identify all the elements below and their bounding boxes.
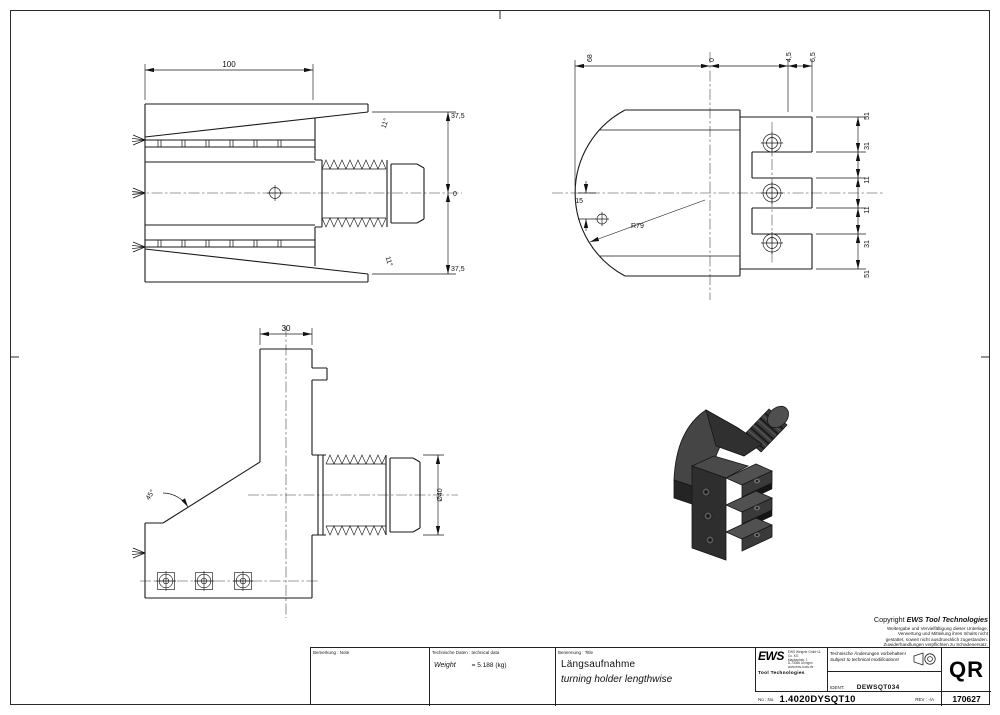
dim-30-label: 30	[282, 324, 291, 333]
dim-11-bottom-label: 11	[864, 206, 871, 213]
revision: REV : -/A	[915, 696, 934, 702]
ident-label: IDENT:	[830, 685, 845, 690]
date-cell: 170627	[941, 691, 991, 706]
address-line: D-73066 Uhingen	[787, 661, 813, 666]
dim-51-bottom-label: 51	[864, 270, 871, 278]
title-label: Benennung : Title	[558, 649, 594, 655]
sheet-frame	[10, 10, 990, 705]
dimension-diameter: Ø40	[423, 454, 444, 536]
address-line: EWS Weigele GmbH & Co. KG	[787, 650, 821, 658]
dim-375-top-label: 37,5	[451, 113, 465, 120]
dim-31-bottom-label: 31	[864, 240, 871, 248]
threaded-shank-side	[317, 454, 421, 536]
surface-mark-icon	[131, 547, 146, 559]
part-title-en: turning holder lengthwise	[561, 673, 673, 685]
weight-value: = 5.188 (kg)	[471, 661, 507, 669]
iso-head	[690, 455, 773, 561]
radius-callout: R79	[589, 199, 706, 243]
isometric-view	[673, 405, 789, 561]
pin-hole	[595, 212, 609, 226]
modifications-note-en: Subject to technical modifications!	[830, 656, 900, 662]
weight-label: Weight	[434, 661, 456, 669]
modifications-note-de: Technische Änderungen vorbehalten!	[830, 651, 906, 656]
address-line: Maybachstr. 1	[787, 657, 808, 662]
dim-11-top-label: 11	[864, 176, 871, 183]
threaded-shank	[315, 159, 425, 228]
part-title-de: Längsaufnahme	[561, 658, 636, 670]
copyright-heading: Copyright EWS Tool Technologies	[873, 615, 988, 624]
dimension-heights: 37,5 0 37,5	[372, 111, 465, 275]
angle-top-label: 11°	[380, 117, 391, 129]
dimension-width: 100	[144, 60, 314, 100]
dim-68-label: 68	[587, 54, 594, 62]
dim-65-label: 6,5	[810, 52, 817, 62]
drawing-number: 1.4020DYSQT10	[779, 693, 856, 705]
dim-51-top-label: 51	[864, 112, 871, 120]
base-screws	[156, 571, 253, 591]
note-cell: Bemerkung : Note	[311, 648, 429, 706]
surface-mark-icons	[131, 134, 146, 253]
side-view: 15 R79 68 0 4,5 6,5 51 31 11	[552, 52, 884, 300]
qr-code-cell: QR	[941, 648, 991, 691]
angle-45-label: 45°	[144, 488, 157, 501]
copyright-block: Copyright EWS Tool Technologies Weiterga…	[688, 615, 988, 648]
serration-ticks	[157, 139, 282, 248]
ident-value: DEWSQT034	[856, 684, 900, 691]
projection-symbol-icon	[913, 652, 936, 666]
copyright-line: gestattet, soweit nicht ausdruecklich zu…	[885, 636, 988, 642]
drawing-number-cell: No : No. 1.4020DYSQT10 REV : -/A	[755, 691, 941, 706]
title-cell: Benennung : Title Längsaufnahme turning …	[555, 648, 755, 706]
dim-100-label: 100	[222, 60, 236, 69]
profile-view: 30 Ø40 45°	[131, 324, 458, 618]
front-view: 100 37,5 0 37,5 11° 11°	[131, 60, 465, 283]
dim-0-top-label: 0	[709, 58, 716, 62]
address-line: www.ews-tools.de	[787, 665, 814, 670]
angle-bottom-label: 11°	[384, 255, 395, 267]
copyright-line: Verwertung und Mitteilung ihres Inhalts …	[897, 631, 988, 637]
copyright-line: Weitergabe und Vervielfältigung dieser U…	[886, 626, 988, 631]
qr-code-text: QR	[949, 656, 984, 682]
dim-0-label: 0	[453, 191, 457, 198]
dim-dia-label: Ø40	[437, 488, 444, 501]
dim-15-label: 15	[575, 198, 583, 205]
technical-data-label: Technische Daten : technical data	[432, 649, 500, 655]
note-label: Bemerkung : Note	[313, 649, 350, 655]
top-dimensions: 68 0 4,5 6,5	[574, 52, 817, 186]
number-label: No : No.	[758, 696, 775, 702]
logo-cell: EWS EWS Weigele GmbH & Co. KG Maybachstr…	[755, 648, 827, 691]
clamp-screws	[761, 132, 783, 254]
technical-data-cell: Technische Daten : technical data Weight…	[429, 648, 555, 706]
dimension-30: 30	[259, 324, 313, 345]
modifications-cell: Technische Änderungen vorbehalten! Subje…	[827, 648, 941, 671]
radius-label: R79	[631, 223, 644, 230]
date-value: 170627	[952, 694, 981, 704]
dimension-angle-45: 45°	[144, 488, 189, 508]
dim-45-label: 4,5	[786, 52, 793, 62]
clamp-hole	[267, 185, 283, 201]
dim-375-bottom-label: 37,5	[451, 266, 465, 273]
logo-subtitle: Tool Technologies	[758, 670, 805, 676]
right-dimensions: 51 31 11 11 31 51	[816, 112, 871, 278]
ews-logo: EWS	[758, 649, 784, 663]
copyright-company: EWS Tool Technologies	[906, 615, 988, 624]
ident-cell: IDENT: DEWSQT034	[827, 671, 941, 691]
company-address: EWS Weigele GmbH & Co. KG Maybachstr. 1 …	[788, 650, 826, 670]
weight-row: Weight = 5.188 (kg)	[434, 662, 555, 669]
dim-31-top-label: 31	[864, 142, 871, 150]
title-block: Bemerkung : Note Technische Daten : tech…	[310, 647, 991, 706]
dimension-15: 15	[575, 181, 596, 231]
copyright-line: Zuwiderhandlungen verpflichten zu Schade…	[883, 642, 988, 648]
